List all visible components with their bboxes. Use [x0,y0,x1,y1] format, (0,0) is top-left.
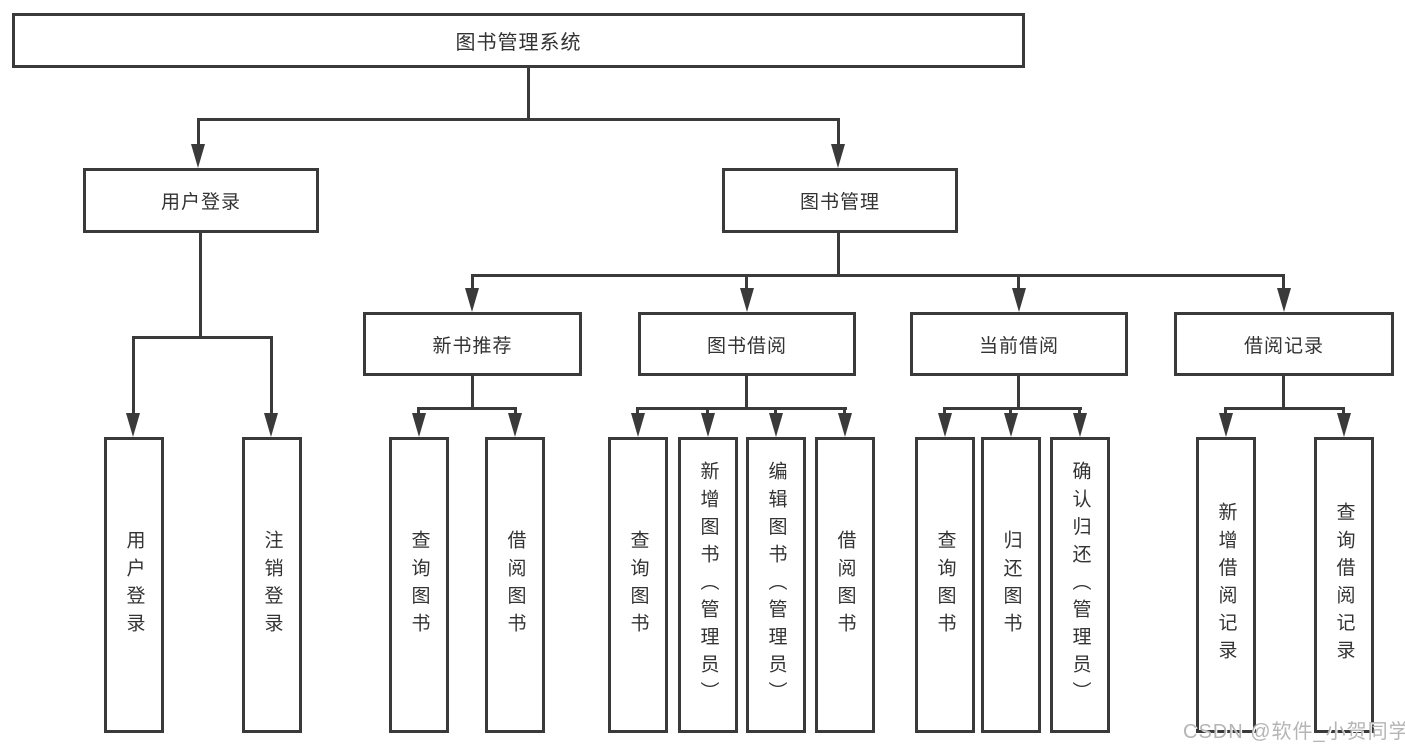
leaf-label: 用户登录 [123,529,145,641]
arrowhead [465,288,479,312]
connector-stub [1224,407,1227,417]
connector-section-split [636,407,847,410]
arrowhead [831,144,845,168]
arrowhead [769,413,783,437]
leaf-label: 查询图书 [627,529,649,641]
connector-stub [417,407,420,417]
leaf-query-books: 查询图书 [915,437,975,733]
arrowhead [126,413,140,437]
leaf-query-borrow-record: 查询借阅记录 [1314,437,1374,733]
arrowhead [264,413,278,437]
leaf-label: 新增借阅记录 [1215,502,1237,668]
leaf-add-books-admin: 新增图书（管理员） [678,437,738,733]
arrowhead [838,413,852,437]
leaf-label: 查询图书 [408,529,430,641]
section-label: 借阅记录 [1243,335,1324,357]
connector-stub [843,407,846,417]
arrowhead [1012,288,1026,312]
leaf-confirm-return-admin: 确认归还（管理员） [1050,437,1110,733]
leaf-label: 借阅图书 [834,529,856,641]
csdn-watermark: CSDN @软件_小贺同学 [1183,721,1405,743]
leaf-query-books: 查询图书 [389,437,449,733]
connector-stub [1017,274,1020,291]
connector-root-split [197,118,840,121]
arrowhead [938,413,952,437]
arrowhead [1073,413,1087,437]
leaf-query-books: 查询图书 [608,437,668,733]
connector-user-login-split [132,336,273,339]
connector-stub [197,118,200,148]
section-label: 新书推荐 [432,335,513,357]
connector-stub [706,407,709,417]
section-label: 图书借阅 [706,335,787,357]
connector-section-stem [745,376,748,409]
connector-section-stem [1017,376,1020,409]
connector-stub [1078,407,1081,417]
connector-root-stem [527,66,530,118]
leaf-label: 注销登录 [261,529,283,641]
leaf-label: 编辑图书（管理员） [765,461,787,709]
leaf-return-books: 归还图书 [981,437,1041,733]
leaf-label: 查询借阅记录 [1333,502,1355,668]
connector-stub [471,274,474,291]
connector-stub [774,407,777,417]
connector-stub [1009,407,1012,417]
node-book-management: 图书管理 [722,168,958,233]
arrowhead [191,144,205,168]
arrowhead [631,413,645,437]
leaf-add-borrow-record: 新增借阅记录 [1196,437,1256,733]
connector-user-login-stem [199,233,202,336]
node-borrowing-records: 借阅记录 [1174,312,1394,376]
leaf-user-login: 用户登录 [104,437,164,733]
connector-stub [636,407,639,417]
leaf-label: 确认归还（管理员） [1069,461,1091,709]
node-new-book-recommendation: 新书推荐 [363,312,582,376]
arrowhead [1219,413,1233,437]
connector-stub [132,336,135,416]
section-label: 当前借阅 [978,335,1059,357]
leaf-logout: 注销登录 [242,437,302,733]
connector-stub [270,336,273,416]
node-root: 图书管理系统 [12,13,1025,68]
node-user-login: 用户登录 [83,168,319,233]
node-current-borrowing: 当前借阅 [910,312,1128,376]
leaf-label: 归还图书 [1000,529,1022,641]
connector-stub [514,407,517,417]
node-book-borrowing: 图书借阅 [638,312,856,376]
leaf-label: 查询图书 [934,529,956,641]
connector-stub [837,118,840,148]
leaf-edit-books-admin: 编辑图书（管理员） [746,437,806,733]
arrowhead [412,413,426,437]
leaf-label: 借阅图书 [504,529,526,641]
connector-stub [943,407,946,417]
connector-section-stem [471,376,474,409]
arrowhead [508,413,522,437]
arrowhead [740,288,754,312]
node-root-label: 图书管理系统 [455,32,582,54]
connector-section-split [943,407,1082,410]
connector-section-split [1224,407,1345,410]
connector-stub [745,274,748,291]
arrowhead [701,413,715,437]
leaf-borrow-books: 借阅图书 [815,437,875,733]
arrowhead [1337,413,1351,437]
node-book-management-label: 图书管理 [799,192,880,213]
connector-stub [1282,274,1285,291]
connector-book-mgmt-split [471,274,1285,277]
connector-section-stem [1282,376,1285,409]
connector-section-split [417,407,517,410]
node-user-login-label: 用户登录 [160,192,241,213]
arrowhead [1004,413,1018,437]
connector-stub [1342,407,1345,417]
leaf-label: 新增图书（管理员） [697,461,719,709]
leaf-borrow-books: 借阅图书 [485,437,545,733]
connector-book-mgmt-stem [837,233,840,274]
arrowhead [1277,288,1291,312]
